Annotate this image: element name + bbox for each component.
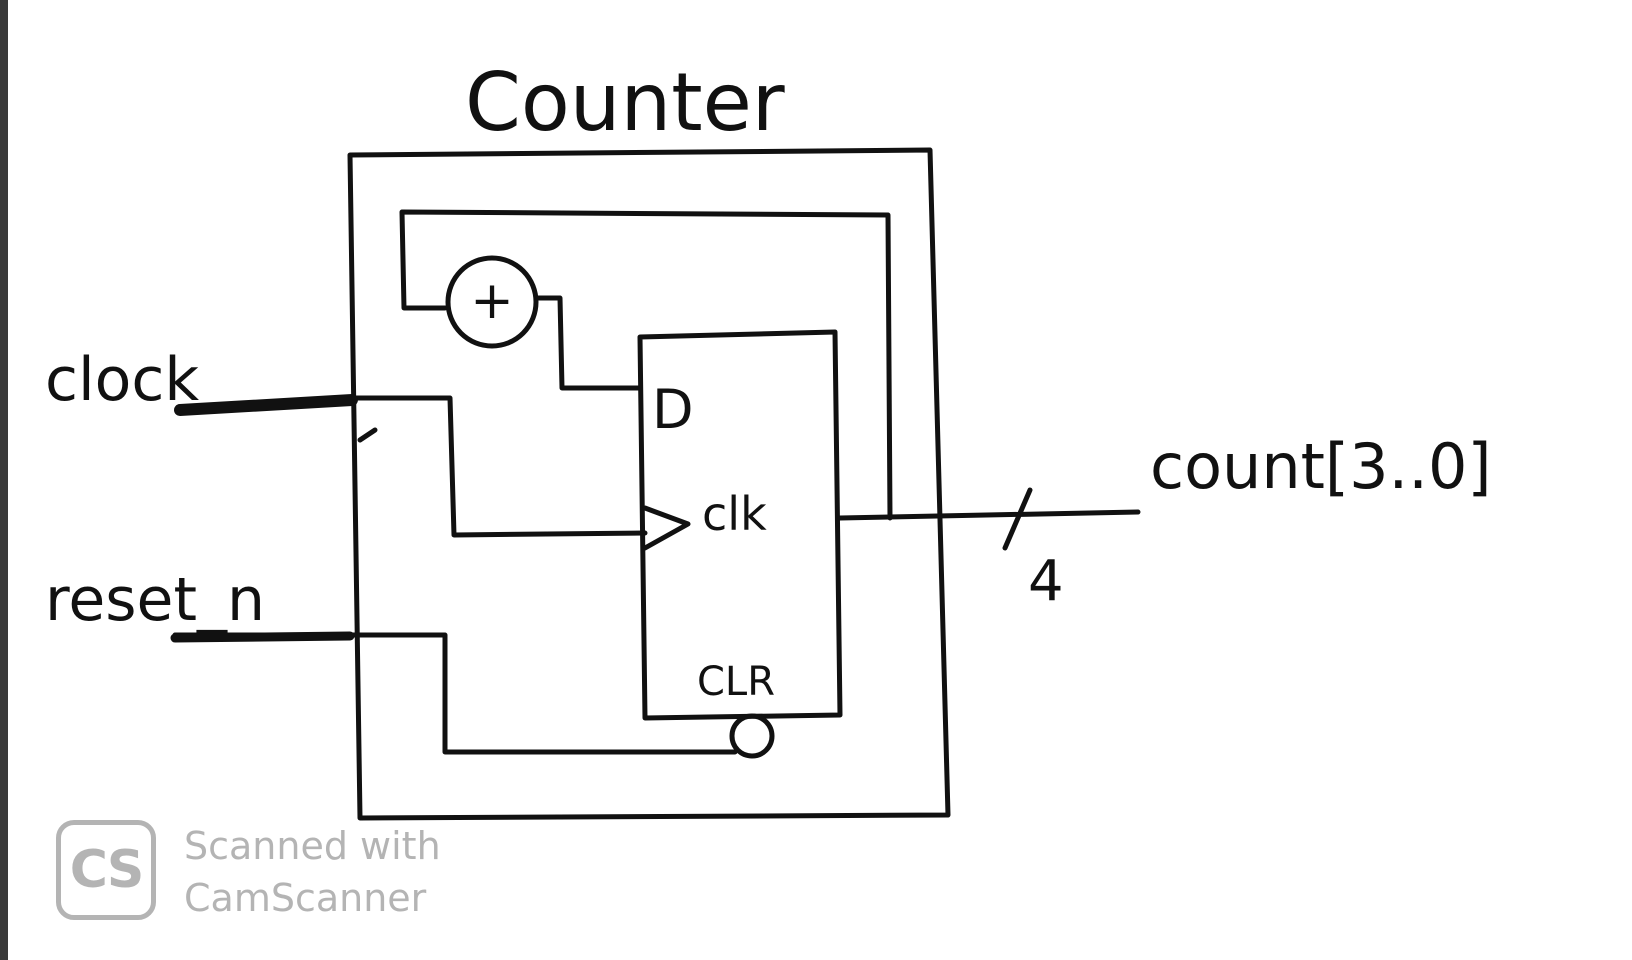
output-bus xyxy=(837,509,1141,521)
bus-width-slash xyxy=(1002,487,1033,551)
scan-edge xyxy=(0,0,8,960)
clk-triangle-icon xyxy=(642,505,691,551)
clock-input-stub xyxy=(174,394,358,416)
clock-wire xyxy=(347,395,648,538)
register-box xyxy=(637,329,843,721)
clr-pin-label: CLR xyxy=(697,659,775,705)
clr-bubble-icon xyxy=(729,713,775,759)
feedback-wire xyxy=(399,209,893,521)
camscanner-watermark: CS Scanned with CamScanner xyxy=(56,820,476,930)
clk-pin-label: clk xyxy=(702,487,767,541)
reset-wire xyxy=(172,632,738,755)
module-title: Counter xyxy=(465,56,785,149)
d-pin-label: D xyxy=(652,378,694,441)
counter-module-box xyxy=(347,147,951,821)
adder-circle xyxy=(445,255,539,349)
reset-input-label: reset_n xyxy=(45,565,265,635)
clock-input-label: clock xyxy=(45,345,199,415)
clock-tick xyxy=(357,427,378,443)
watermark-line-2: CamScanner xyxy=(184,876,427,920)
watermark-text: Scanned with CamScanner xyxy=(184,820,484,924)
watermark-line-1: Scanned with xyxy=(184,824,441,868)
adder-symbol: + xyxy=(470,271,514,331)
adder-to-d-wire xyxy=(535,295,643,391)
reset-input-stub xyxy=(170,631,355,643)
output-label: count[3..0] xyxy=(1150,430,1492,503)
bus-width-label: 4 xyxy=(1028,549,1064,614)
camscanner-logo: CS xyxy=(56,820,156,920)
